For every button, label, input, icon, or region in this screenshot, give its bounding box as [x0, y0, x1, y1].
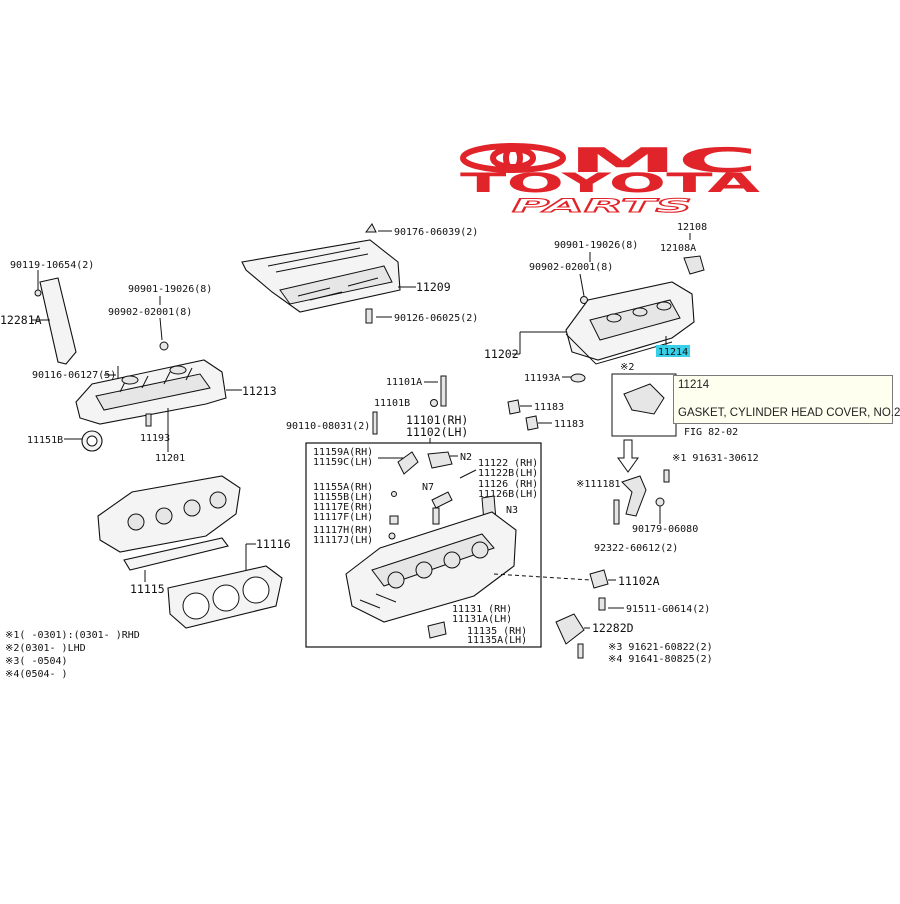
label-11131A[interactable]: 11131A(LH): [452, 614, 512, 625]
bolt-part: [34, 289, 42, 297]
tooltip-part-number: 11214: [678, 379, 710, 391]
label-11101-rh[interactable]: 11101(RH): [406, 413, 468, 427]
label-11117E[interactable]: 11117E(RH): [313, 502, 373, 513]
label-90176[interactable]: 90176-06039(2): [394, 227, 478, 238]
label-91631[interactable]: ※1 91631-30612: [672, 453, 759, 464]
clip-part: [365, 223, 377, 233]
label-90902-left[interactable]: 90902-02001(8): [108, 307, 192, 318]
stud-part: [365, 308, 373, 324]
part-tooltip: 11214 GASKET, CYLINDER HEAD COVER, NO.2: [673, 375, 900, 424]
grommet-part: [570, 373, 586, 383]
engine-cover: [241, 239, 401, 313]
cylinder-head-rh: [345, 511, 517, 623]
label-11122B[interactable]: 11122B(LH): [478, 468, 538, 479]
label-11117F[interactable]: 11117F(LH): [313, 512, 373, 523]
cylinder-head-lh: [97, 475, 241, 553]
label-91511[interactable]: 91511-G0614(2): [626, 604, 710, 615]
label-11135[interactable]: 11135 (RH): [467, 626, 527, 637]
tooltip-description: GASKET, CYLINDER HEAD COVER, NO.2: [678, 407, 900, 419]
footnote-2: ※2(0301- )LHD: [5, 643, 86, 654]
label-12108A[interactable]: 12108A: [660, 243, 696, 254]
label-11117H[interactable]: 11117H(RH): [313, 525, 373, 536]
cylinder-head-cover-lh: [75, 359, 227, 425]
label-11116[interactable]: 11116: [256, 537, 291, 551]
omc-toyota-logo: MC TOYOTA PARTS: [460, 141, 760, 218]
manifold-gasket: [123, 537, 229, 571]
logo-toyota: TOYOTA: [460, 168, 760, 199]
label-11155B[interactable]: 11155B(LH): [313, 492, 373, 503]
label-92322[interactable]: 92322-60612(2): [594, 543, 678, 554]
label-90901-left[interactable]: 90901-19026(8): [128, 284, 212, 295]
breather-part: [683, 255, 705, 275]
label-fig-ref[interactable]: FIG 82-02: [684, 427, 738, 438]
label-11115[interactable]: 11115: [130, 582, 165, 596]
label-11213[interactable]: 11213: [242, 384, 277, 398]
label-12108[interactable]: 12108: [677, 222, 707, 233]
label-11126B[interactable]: 11126B(LH): [478, 489, 538, 500]
bracket-part: [621, 475, 647, 517]
label-11159A[interactable]: 11159A(RH): [313, 447, 373, 458]
label-91621[interactable]: ※3 91621-60822(2): [608, 642, 713, 653]
label-11202[interactable]: 11202: [484, 347, 519, 361]
logo-mc: MC: [568, 141, 758, 181]
label-11201[interactable]: 11201: [155, 453, 185, 464]
label-11101A[interactable]: 11101A: [386, 377, 422, 388]
label-11151B[interactable]: 11151B: [27, 435, 63, 446]
chain-guide-group: [32, 270, 77, 365]
label-11102-lh[interactable]: 11102(LH): [406, 425, 468, 439]
grommet-part: [145, 413, 152, 427]
highlight-box: [656, 345, 690, 357]
label-90901-right[interactable]: 90901-19026(8): [554, 240, 638, 251]
label-91641[interactable]: ※4 91641-80825(2): [608, 654, 713, 665]
label-90110[interactable]: 90110-08031(2): [286, 421, 370, 432]
label-N3[interactable]: N3: [506, 505, 518, 516]
label-11117J[interactable]: 11117J(LH): [313, 535, 373, 546]
label-N2[interactable]: N2: [460, 452, 472, 463]
label-12281A[interactable]: 12281A: [0, 313, 42, 327]
label-11126[interactable]: 11126 (RH): [478, 479, 538, 490]
label-11131[interactable]: 11131 (RH): [452, 604, 512, 615]
label-90119[interactable]: 90119-10654(2): [10, 260, 94, 271]
footnotes: ※1( -0301):(0301- )RHD ※2(0301- )LHD ※3(…: [5, 630, 140, 680]
label-11193A[interactable]: 11193A: [524, 373, 560, 384]
label-11155A[interactable]: 11155A(RH): [313, 482, 373, 493]
label-90126[interactable]: 90126-06025(2): [394, 313, 478, 324]
label-note2: ※2: [620, 362, 634, 373]
cylinder-head-cover-rh: [565, 281, 695, 365]
footnote-3: ※3( -0504): [5, 656, 68, 667]
label-11122[interactable]: 11122 (RH): [478, 458, 538, 469]
logo-parts: PARTS: [512, 195, 692, 217]
label-11181[interactable]: ※111181: [576, 479, 621, 490]
head-assembly-box: [305, 442, 542, 648]
label-11209[interactable]: 11209: [416, 280, 451, 294]
footnote-1: ※1( -0301):(0301- )RHD: [5, 630, 140, 641]
arrow-down-icon: [617, 439, 639, 473]
label-11214-highlighted[interactable]: 11214: [658, 347, 688, 358]
label-11135A[interactable]: 11135A(LH): [467, 635, 527, 646]
chain-guide-part: [39, 277, 77, 365]
label-N7[interactable]: N7: [422, 482, 434, 493]
label-90902-right[interactable]: 90902-02001(8): [529, 262, 613, 273]
label-90116[interactable]: 90116-06127(5): [32, 370, 116, 381]
toyota-emblem-icon: [460, 143, 566, 173]
head-gasket: [167, 565, 283, 629]
label-11101B[interactable]: 11101B: [374, 398, 410, 409]
plug-part: [507, 399, 521, 415]
label-11183-b[interactable]: 11183: [554, 419, 584, 430]
label-11102A[interactable]: 11102A: [618, 574, 660, 588]
bracket-part: [555, 613, 585, 645]
label-11159C[interactable]: 11159C(LH): [313, 457, 373, 468]
label-12282D[interactable]: 12282D: [592, 621, 634, 635]
washer-part: [159, 341, 169, 351]
footnote-4: ※4(0504- ): [5, 669, 68, 680]
label-90179[interactable]: 90179-06080: [632, 524, 698, 535]
label-11193[interactable]: 11193: [140, 433, 170, 444]
label-11183-a[interactable]: 11183: [534, 402, 564, 413]
